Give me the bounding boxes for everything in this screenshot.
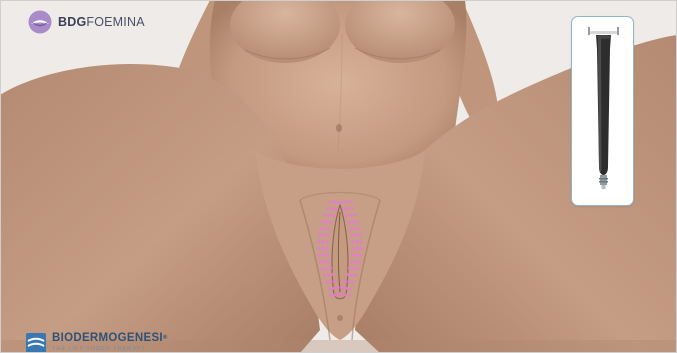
top-brand: BDGFOEMINA: [28, 10, 145, 34]
top-brand-wordmark: BDGFOEMINA: [58, 15, 145, 29]
treatment-point: [329, 294, 332, 297]
treatment-point: [356, 220, 359, 223]
top-brand-rest: FOEMINA: [86, 15, 144, 29]
top-brand-bold: BDG: [58, 15, 86, 29]
treatment-point: [358, 227, 361, 230]
navel: [336, 124, 342, 132]
treatment-point: [354, 274, 357, 277]
treatment-point: [318, 254, 321, 257]
treatment-point: [323, 274, 326, 277]
treatment-point: [317, 240, 320, 243]
treatment-point: [321, 220, 324, 223]
treatment-point: [325, 281, 328, 284]
treatment-point: [349, 287, 352, 290]
treatment-point: [353, 213, 356, 216]
treatment-point: [359, 233, 362, 236]
treatment-point: [321, 267, 324, 270]
treatment-point: [318, 233, 321, 236]
treatment-point: [348, 294, 351, 297]
bottom-brand-text: BIODERMOGENESI® THE LIFT-TOUCH THERAPY: [52, 332, 168, 353]
bottom-brand-name-text: BIODERMOGENESI: [52, 332, 163, 344]
bottom-brand-name: BIODERMOGENESI®: [52, 332, 168, 345]
treatment-point: [360, 240, 363, 243]
treatment-point: [359, 254, 362, 257]
treatment-point: [352, 281, 355, 284]
treatment-point: [319, 260, 322, 263]
treatment-point: [329, 200, 332, 203]
biodermogenesi-logo-icon: [26, 333, 46, 353]
bottom-brand-tagline: THE LIFT-TOUCH THERAPY: [52, 345, 168, 353]
treatment-point: [360, 247, 363, 250]
treatment-point: [319, 227, 322, 230]
treatment-point: [326, 206, 329, 209]
device-panel: [571, 16, 634, 206]
treatment-point: [356, 267, 359, 270]
registered-mark: ®: [163, 335, 168, 341]
bottom-brand: BIODERMOGENESI® THE LIFT-TOUCH THERAPY: [26, 332, 168, 353]
treatment-point: [317, 247, 320, 250]
treatment-point: [324, 213, 327, 216]
treatment-point: [358, 260, 361, 263]
treatment-point: [348, 200, 351, 203]
treatment-point: [328, 287, 331, 290]
treatment-point: [351, 206, 354, 209]
bdg-foemina-logo-icon: [28, 10, 52, 34]
handpiece-probe-icon: [572, 17, 635, 207]
